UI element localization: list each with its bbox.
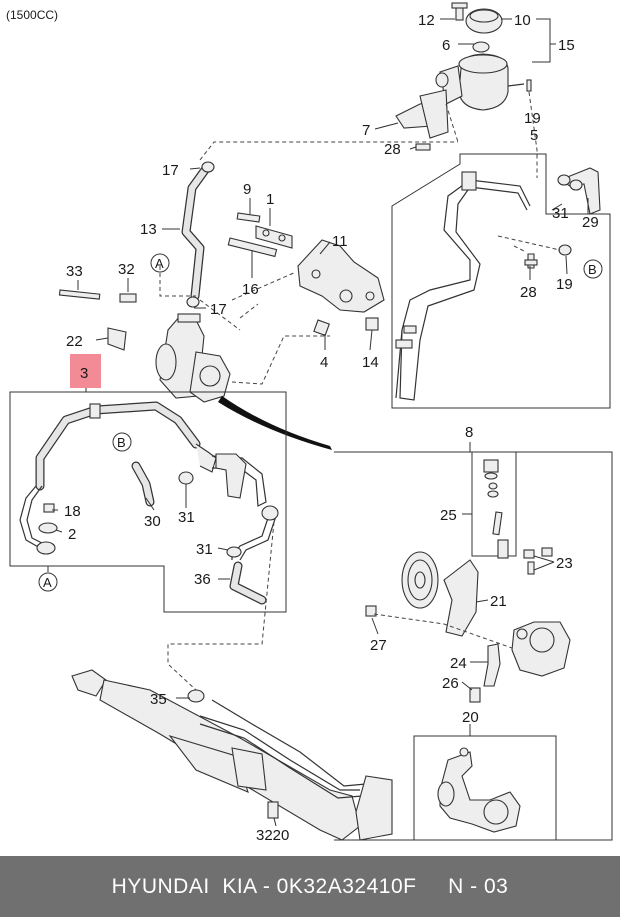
callout-b-upper: B [588,262,597,277]
callout-6: 6 [442,37,450,54]
callout-22: 22 [66,333,83,350]
callout-5: 5 [530,127,538,144]
callout-27: 27 [370,637,387,654]
callout-23: 23 [556,555,573,572]
callout-16: 16 [242,281,259,298]
callout-24: 24 [450,655,467,672]
leader-lines [47,18,589,827]
callout-a-lower: A [43,575,52,590]
detail-arrow [218,396,332,450]
callout-labels: 12 10 6 15 19 7 28 5 17 9 1 13 31 29 11 … [43,12,599,844]
callout-12: 12 [418,12,435,29]
callout-19-lower: 19 [556,276,573,293]
callout-1: 1 [266,191,274,208]
callout-35: 35 [150,691,167,708]
callout-31-lower: 31 [196,541,213,558]
callout-21: 21 [490,593,507,610]
reservoir-assembly [395,2,532,151]
callout-36: 36 [194,571,211,588]
callout-31-upper: 31 [552,205,569,222]
callout-4: 4 [320,354,328,371]
callout-8: 8 [465,424,473,441]
callout-2: 2 [68,526,76,543]
callout-b-lower: B [117,435,126,450]
engine-variant-label: (1500CC) [6,8,59,22]
callout-17-upper: 17 [162,162,179,179]
callout-25: 25 [440,507,457,524]
callout-3220: 3220 [256,827,289,844]
callout-31-middle: 31 [178,509,195,526]
callout-28-upper: 28 [384,141,401,158]
callout-26: 26 [442,675,459,692]
power-steering-pump [155,313,231,403]
return-pipe-assembly [395,167,601,401]
callout-15: 15 [558,37,575,54]
callout-10: 10 [514,12,531,29]
callout-18: 18 [64,503,81,520]
pressure-hose-kit [19,401,279,605]
callout-19-upper: 19 [524,110,541,127]
callout-28-lower: 28 [520,284,537,301]
suction-hose [181,161,215,308]
callout-9: 9 [243,181,251,198]
callout-20: 20 [462,709,479,726]
part-number-caption: HYUNDAI KIA - 0K32A32410F N - 03 [111,874,509,898]
callout-14: 14 [362,354,379,371]
callout-33: 33 [66,263,83,280]
mounting-bolts [58,289,137,351]
power-steering-diagram: 12 10 6 15 19 7 28 5 17 9 1 13 31 29 11 … [9,2,613,844]
steering-gear-box [71,669,393,841]
callout-30: 30 [144,513,161,530]
callout-3: 3 [80,365,88,382]
callout-29: 29 [582,214,599,231]
pump-body [437,747,521,833]
pump-bracket [227,212,385,337]
callout-17-lower: 17 [210,301,227,318]
callout-a-upper: A [155,256,164,271]
callout-11: 11 [332,233,348,250]
footer-bar: HYUNDAI KIA - 0K32A32410F N - 03 [0,856,620,917]
callout-13: 13 [140,221,157,238]
highlight-box-item-3 [70,354,101,388]
callout-7: 7 [362,122,370,139]
pump-detail [365,459,571,703]
callout-32: 32 [118,261,135,278]
